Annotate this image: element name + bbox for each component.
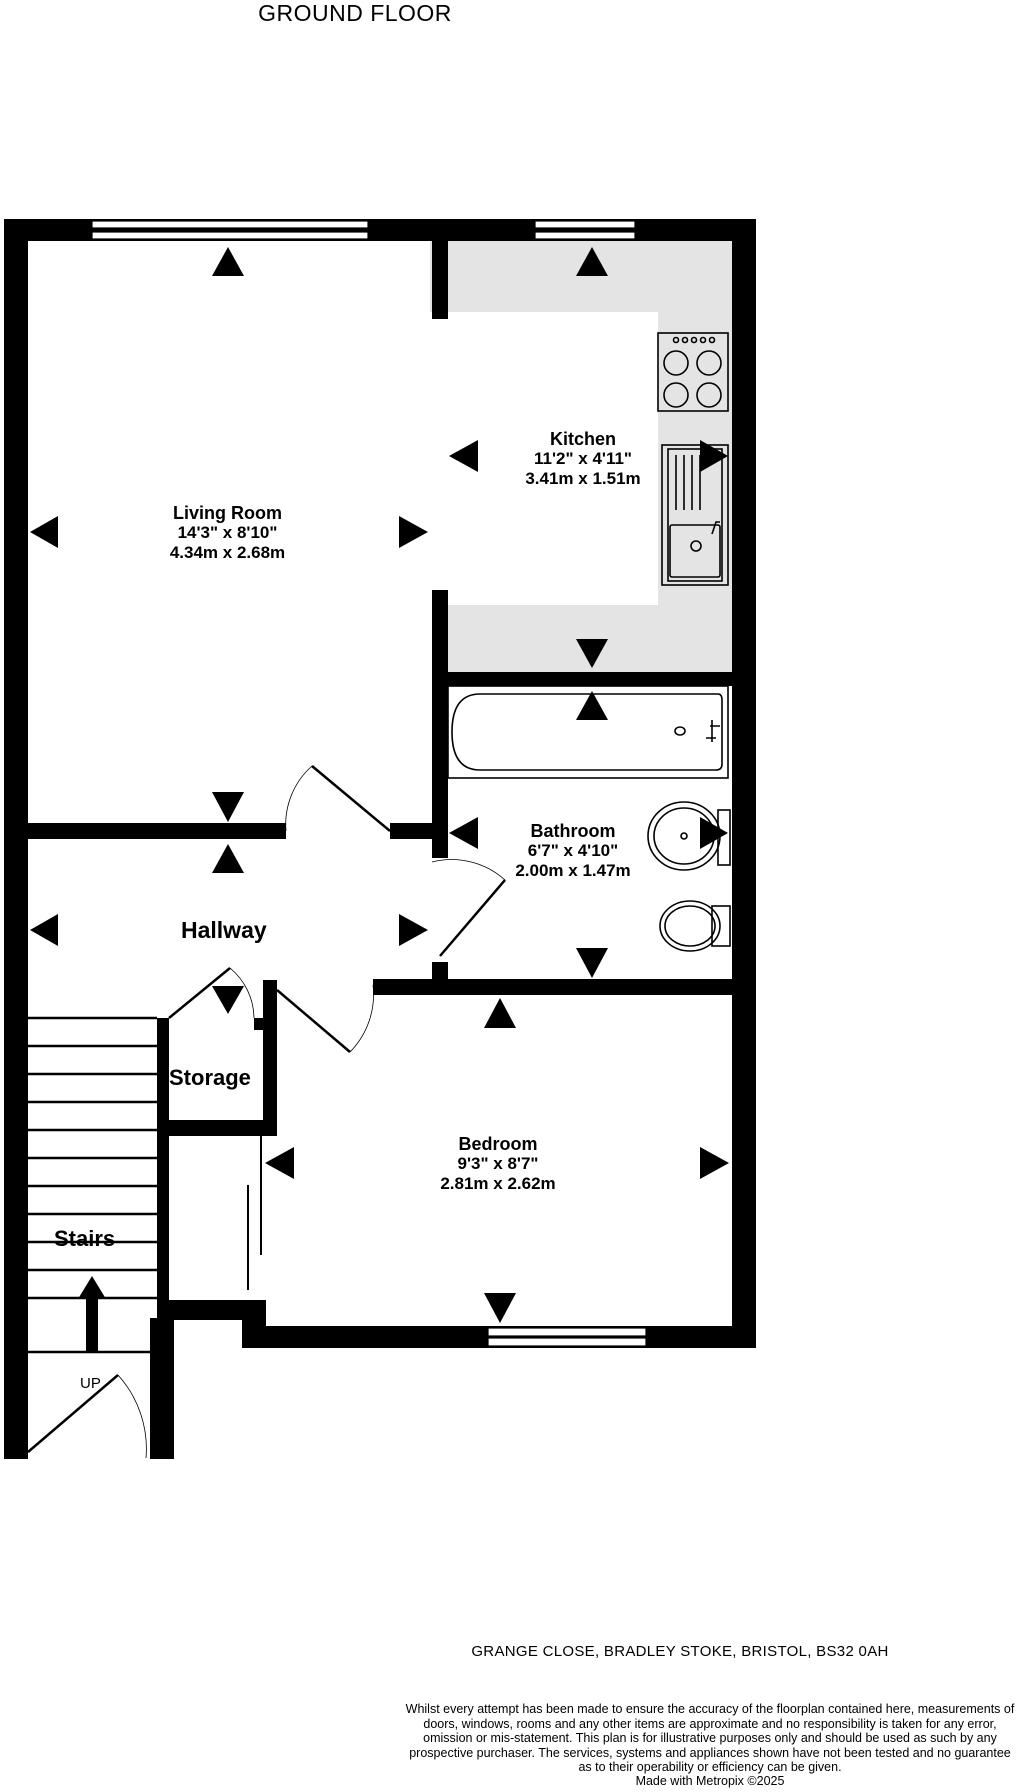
dimension-arrows (30, 247, 729, 1323)
kitchen-imperial: 11'2" x 4'11" (534, 449, 632, 468)
kitchen-label: Kitchen 11'2" x 4'11" 3.41m x 1.51m (478, 429, 688, 489)
disclaimer-text: Whilst every attempt has been made to en… (405, 1702, 1015, 1774)
windows (91, 220, 647, 1347)
property-address: GRANGE CLOSE, BRADLEY STOKE, BRISTOL, BS… (471, 1643, 889, 1660)
bedroom-name: Bedroom (458, 1134, 538, 1154)
bathroom-metric: 2.00m x 1.47m (515, 861, 631, 880)
kitchen-metric: 3.41m x 1.51m (525, 469, 641, 488)
credit-text: Made with Metropix ©2025 (635, 1774, 785, 1788)
stairs-up-label: UP (80, 1375, 101, 1392)
floor-title: GROUND FLOOR (258, 0, 452, 26)
bathroom-name: Bathroom (530, 821, 616, 841)
bathroom-imperial: 6'7" x 4'10" (527, 841, 619, 860)
bathtub (447, 685, 729, 779)
storage-label: Storage (169, 1065, 251, 1090)
stairs-up-arrow (78, 1276, 106, 1351)
living-room-metric: 4.34m x 2.68m (169, 543, 286, 562)
kitchen-floor (430, 240, 732, 672)
bedroom-label: Bedroom 9'3" x 8'7" 2.81m x 2.62m (393, 1134, 603, 1194)
doors (27, 765, 506, 1459)
living-room-label: Living Room 14'3" x 8'10" 4.34m x 2.68m (120, 503, 335, 563)
cooker-hob (657, 332, 729, 412)
hallway-label: Hallway (181, 917, 267, 943)
bathroom-label: Bathroom 6'7" x 4'10" 2.00m x 1.47m (468, 821, 678, 881)
living-room-imperial: 14'3" x 8'10" (177, 523, 278, 542)
bedroom-metric: 2.81m x 2.62m (440, 1174, 556, 1193)
kitchen-name: Kitchen (549, 429, 616, 449)
living-room-name: Living Room (173, 503, 282, 523)
bedroom-imperial: 9'3" x 8'7" (457, 1154, 539, 1173)
stairs-label: Stairs (54, 1226, 116, 1251)
toilet (659, 900, 731, 952)
